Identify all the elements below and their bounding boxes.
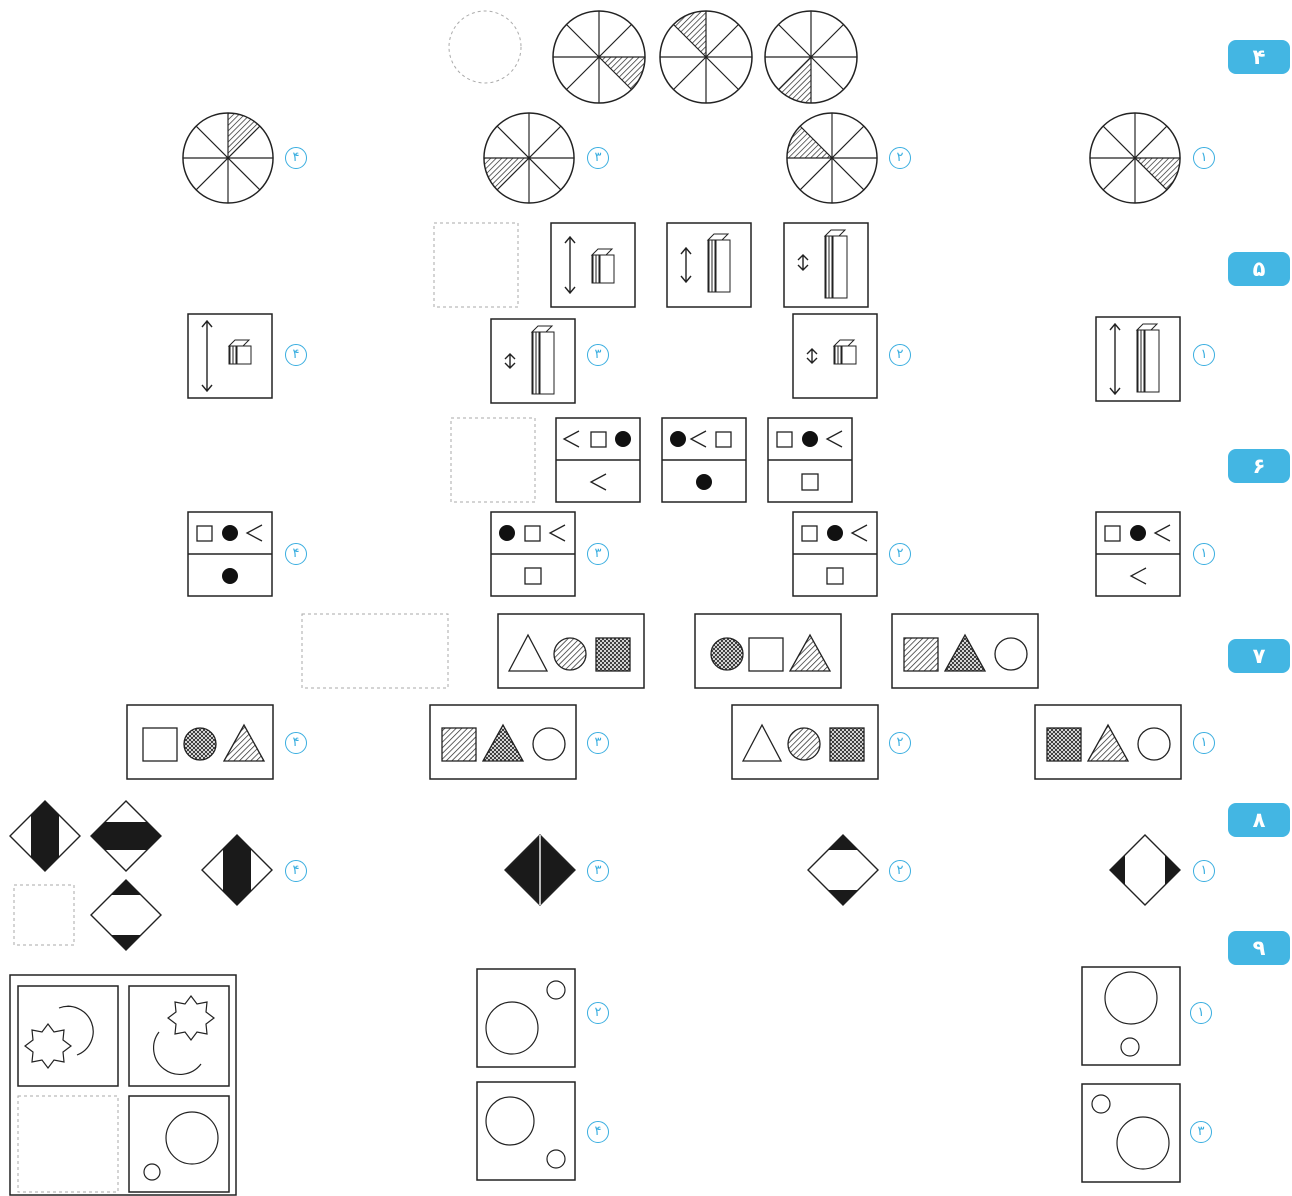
q9-option-1-number[interactable]: ۱ xyxy=(1190,1002,1212,1024)
q4-option-4-number[interactable]: ۴ xyxy=(285,147,307,169)
q5-option-2-number[interactable]: ۲ xyxy=(889,344,911,366)
q4-option-1-number[interactable]: ۱ xyxy=(1193,147,1215,169)
q6-option-2-box[interactable] xyxy=(792,511,878,597)
q4-option-4-circle[interactable] xyxy=(181,111,275,205)
q5-option-4-box[interactable] xyxy=(187,313,273,399)
question-5-badge: ۵ xyxy=(1228,252,1290,286)
question-4-badge: ۴ xyxy=(1228,40,1290,74)
q8-pattern-diamond-a xyxy=(9,800,81,872)
q5-pattern-box-1 xyxy=(783,222,869,308)
q8-option-3-number[interactable]: ۳ xyxy=(587,860,609,882)
question-8-badge: ۸ xyxy=(1228,803,1290,837)
q6-option-1-box[interactable] xyxy=(1095,511,1181,597)
q4-option-1-circle[interactable] xyxy=(1088,111,1182,205)
q6-pattern-box-1 xyxy=(767,417,853,503)
q5-option-3-box[interactable] xyxy=(490,318,576,404)
q4-pattern-circle-3 xyxy=(551,9,647,105)
q9-option-3-box[interactable] xyxy=(1081,1083,1181,1183)
q6-option-4-box[interactable] xyxy=(187,511,273,597)
q7-pattern-box-3 xyxy=(497,613,645,689)
question-9-badge: ۹ xyxy=(1228,931,1290,965)
q4-pattern-circle-2 xyxy=(658,9,754,105)
q9-option-4-number[interactable]: ۴ xyxy=(587,1121,609,1143)
q4-option-3-circle[interactable] xyxy=(482,111,576,205)
q8-option-1-diamond[interactable] xyxy=(1109,834,1181,906)
q9-option-4-box[interactable] xyxy=(476,1081,576,1181)
q7-pattern-box-2 xyxy=(694,613,842,689)
q9-option-2-number[interactable]: ۲ xyxy=(587,1002,609,1024)
q4-option-2-circle[interactable] xyxy=(785,111,879,205)
q7-option-2-box[interactable] xyxy=(731,704,879,780)
q5-option-1-number[interactable]: ۱ xyxy=(1193,344,1215,366)
q8-pattern-diamond-b xyxy=(90,800,162,872)
q6-blank-slot xyxy=(450,417,536,503)
q7-option-1-number[interactable]: ۱ xyxy=(1193,732,1215,754)
q6-pattern-box-3 xyxy=(555,417,641,503)
q5-blank-slot xyxy=(433,222,519,308)
q8-option-2-number[interactable]: ۲ xyxy=(889,860,911,882)
q6-option-2-number[interactable]: ۲ xyxy=(889,543,911,565)
q5-option-3-number[interactable]: ۳ xyxy=(587,344,609,366)
q9-option-1-box[interactable] xyxy=(1081,966,1181,1066)
question-6-badge: ۶ xyxy=(1228,449,1290,483)
q8-pattern-diamond-c xyxy=(90,879,162,951)
q7-option-3-number[interactable]: ۳ xyxy=(587,732,609,754)
q5-pattern-box-3 xyxy=(550,222,636,308)
q4-blank-slot xyxy=(447,9,523,85)
q9-option-3-number[interactable]: ۳ xyxy=(1190,1121,1212,1143)
q5-option-4-number[interactable]: ۴ xyxy=(285,344,307,366)
q7-pattern-box-1 xyxy=(891,613,1039,689)
q7-option-3-box[interactable] xyxy=(429,704,577,780)
q8-blank-slot xyxy=(13,884,75,946)
q7-blank-slot xyxy=(301,613,449,689)
q8-option-2-diamond[interactable] xyxy=(807,834,879,906)
q4-pattern-circle-1 xyxy=(763,9,859,105)
q5-option-1-box[interactable] xyxy=(1095,316,1181,402)
q8-option-1-number[interactable]: ۱ xyxy=(1193,860,1215,882)
q4-option-3-number[interactable]: ۳ xyxy=(587,147,609,169)
q9-option-2-box[interactable] xyxy=(476,968,576,1068)
q6-pattern-box-2 xyxy=(661,417,747,503)
question-7-badge: ۷ xyxy=(1228,639,1290,673)
q4-option-2-number[interactable]: ۲ xyxy=(889,147,911,169)
q7-option-2-number[interactable]: ۲ xyxy=(889,732,911,754)
q8-option-4-number[interactable]: ۴ xyxy=(285,860,307,882)
q6-option-3-box[interactable] xyxy=(490,511,576,597)
q8-option-3-diamond[interactable] xyxy=(504,834,576,906)
q5-option-2-box[interactable] xyxy=(792,313,878,399)
q7-option-4-number[interactable]: ۴ xyxy=(285,732,307,754)
q5-pattern-box-2 xyxy=(666,222,752,308)
q6-option-1-number[interactable]: ۱ xyxy=(1193,543,1215,565)
q6-option-3-number[interactable]: ۳ xyxy=(587,543,609,565)
q6-option-4-number[interactable]: ۴ xyxy=(285,543,307,565)
q8-option-4-diamond[interactable] xyxy=(201,834,273,906)
q9-pattern-grid xyxy=(9,974,237,1196)
q7-option-1-box[interactable] xyxy=(1034,704,1182,780)
q7-option-4-box[interactable] xyxy=(126,704,274,780)
